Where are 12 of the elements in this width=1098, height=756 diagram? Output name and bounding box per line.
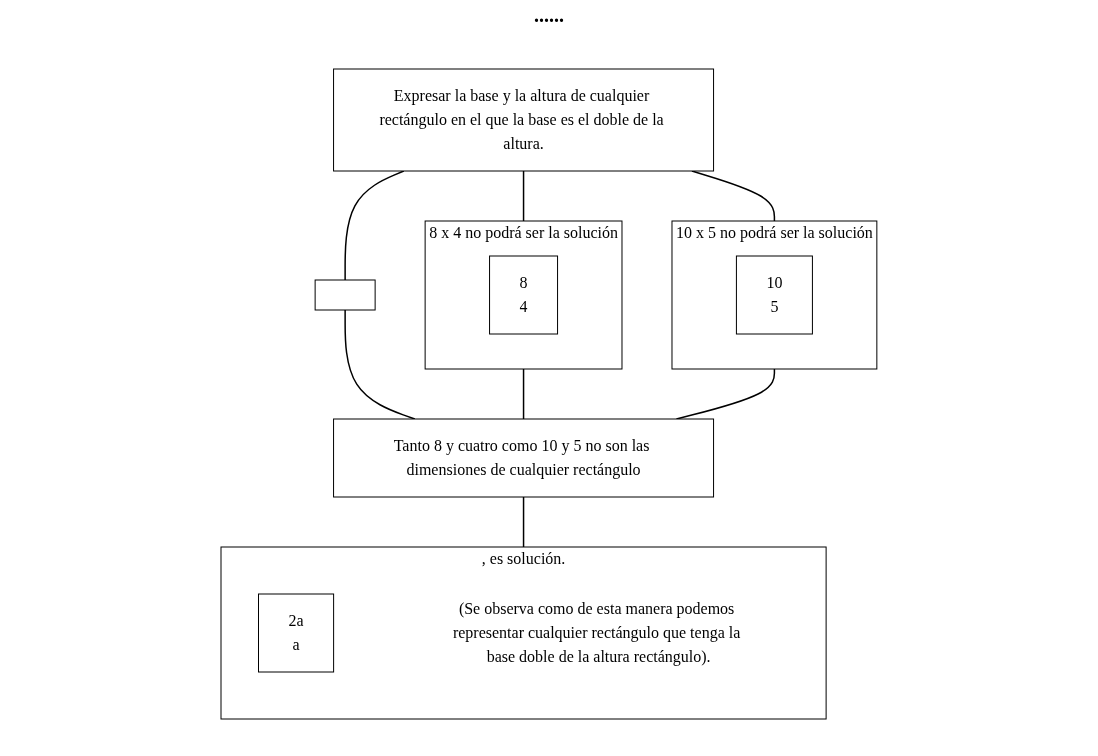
connector [522, 367, 525, 420]
node-box: 2a a [258, 593, 335, 672]
node-box: Expresar la base y la altura de cualquier rectángulo en el que la base es el doble de la altura. [333, 68, 715, 171]
connector [691, 169, 776, 222]
ellipsis-text: ...... [534, 4, 564, 26]
connector [522, 495, 525, 548]
connector [344, 169, 405, 281]
node-box [314, 279, 376, 310]
node-box: Tanto 8 y cuatro como 10 y 5 no son las dimensiones de cualquier rectángulo [333, 418, 715, 497]
connector [522, 169, 525, 222]
node-box: 8 4 [489, 255, 559, 334]
node-box: 10 5 [736, 255, 813, 334]
